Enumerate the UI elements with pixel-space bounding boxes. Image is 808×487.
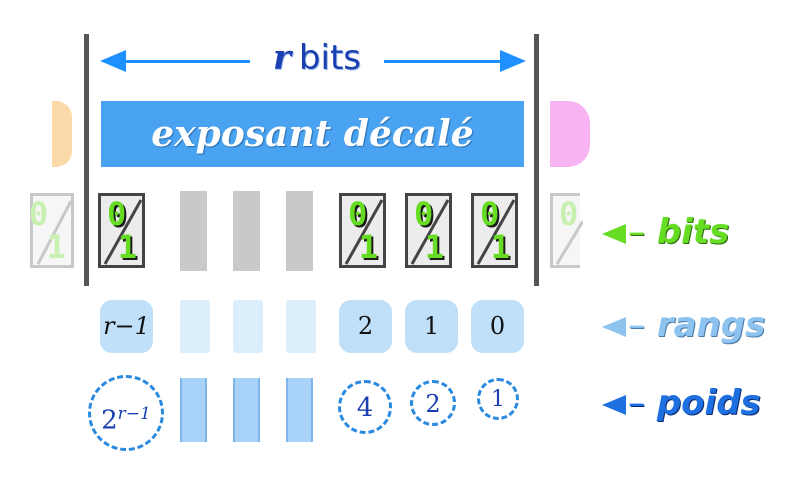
weight-placeholder (180, 378, 207, 442)
rank-placeholder (180, 300, 210, 353)
width-arrow-right-line (384, 60, 502, 63)
bit-placeholder (180, 191, 207, 271)
weights-legend-arrow (602, 395, 626, 415)
field-left-boundary (84, 34, 89, 286)
field-right-boundary (534, 34, 539, 286)
weight-4: 4 (338, 380, 392, 434)
weight-msb: 2r−1 (88, 375, 164, 451)
width-arrow-left-line (122, 60, 250, 63)
rank-placeholder (286, 300, 316, 353)
ranks-legend: – rangs (628, 305, 766, 345)
bits-legend: – bits (628, 212, 730, 252)
rank-0: 0 (471, 300, 524, 353)
bit-placeholder (286, 191, 313, 271)
weight-2: 2 (410, 380, 456, 426)
weights-legend: – poids (628, 383, 761, 423)
rank-1: 1 (405, 300, 458, 353)
exponent-field: exposant décalé (101, 101, 524, 167)
weight-placeholder (286, 378, 313, 442)
bits-legend-arrow (602, 224, 626, 244)
weight-1: 1 (477, 378, 519, 420)
width-arrow-left-head (100, 50, 126, 72)
width-arrow-right-head (500, 50, 526, 72)
rank-msb: r−1 (100, 300, 153, 353)
ranks-legend-arrow (602, 317, 626, 337)
previous-field-sliver (52, 101, 72, 167)
rank-placeholder (233, 300, 263, 353)
bit-placeholder (233, 191, 260, 271)
partial-bit-cell-right: 0 (550, 193, 583, 268)
next-field-sliver (550, 101, 590, 167)
rank-2: 2 (339, 300, 392, 353)
weight-placeholder (233, 378, 260, 442)
